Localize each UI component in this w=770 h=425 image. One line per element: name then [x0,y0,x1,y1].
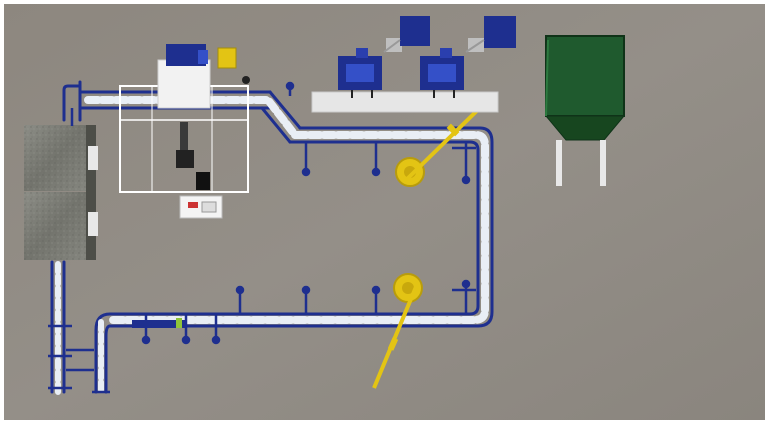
control-box [217,47,237,69]
storage-bin [544,35,626,186]
stone-blocks [24,125,98,260]
floor [4,4,765,420]
turntable-lower [372,273,423,389]
conveyor-posts [48,81,476,394]
turntable-upper [395,96,492,187]
machine-head [157,59,211,109]
robot-cell [119,44,250,219]
conveyor-loop [50,80,494,395]
stacker-unit-right [420,16,516,98]
stacker-platform [311,91,499,113]
stacker-unit-left [338,16,430,98]
conveyor-carriage [132,318,186,328]
